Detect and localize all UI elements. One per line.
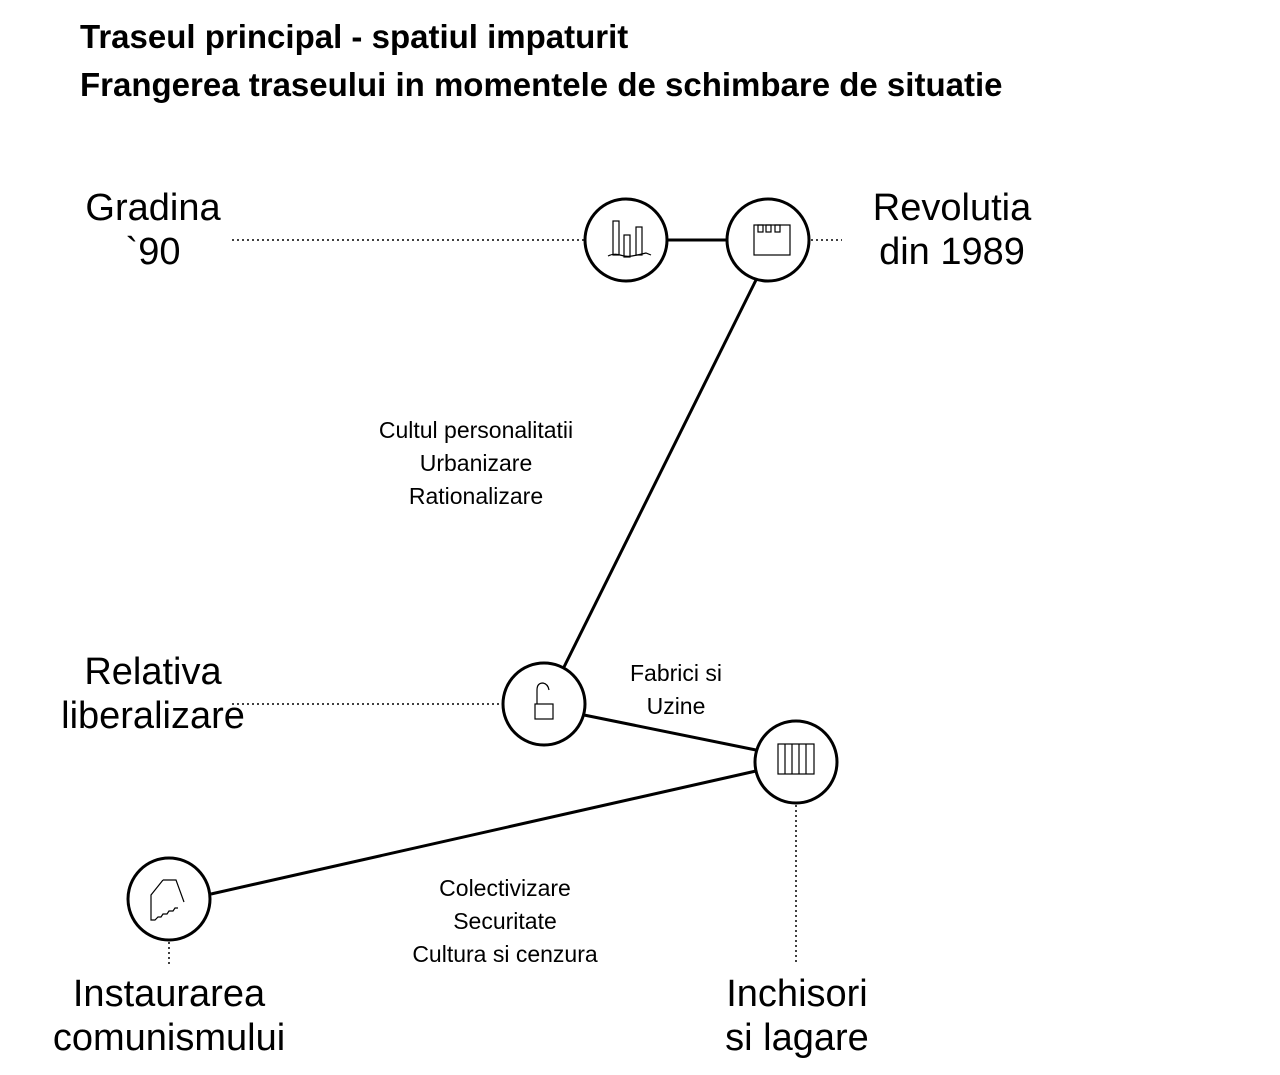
city-skyline-icon [607,220,652,258]
route-segment-inchisori-instaurarea [210,769,757,896]
label-gradina: Gradina`90 [85,187,221,273]
route-segment-relativa-inchisori [583,713,757,752]
dotted-leaders [168,239,842,966]
node-revolutia [725,197,811,283]
prison-bars-icon [777,743,815,775]
building-crenellated-icon [753,224,791,256]
node-inchisori [753,719,839,805]
node-gradina [583,197,669,283]
route-segment-revolutia-relativa [562,279,758,668]
node-instaurarea [126,856,212,942]
title-line-2: Frangerea traseului in momentele de schi… [80,66,1003,103]
stairs-enclosure-icon [150,879,185,921]
title-line-1: Traseul principal - spatiul impaturit [80,18,629,55]
open-padlock-icon [534,682,554,720]
